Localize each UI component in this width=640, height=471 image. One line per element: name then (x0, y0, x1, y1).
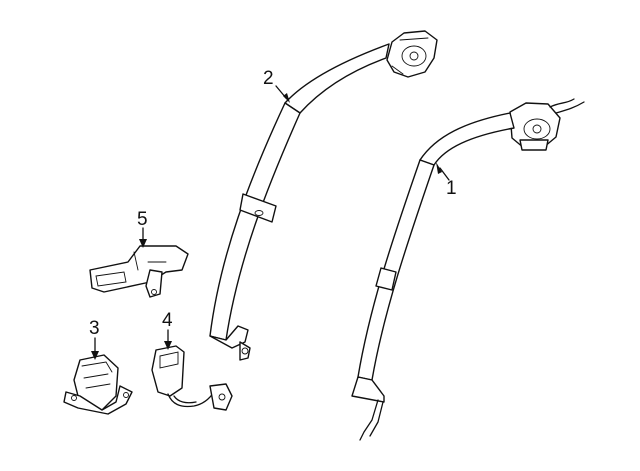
callout-4: 4 (162, 310, 173, 331)
callout-1: 1 (446, 178, 457, 199)
callout-3: 3 (89, 318, 100, 339)
part-4-buckle-cable[interactable] (151, 345, 233, 411)
callout-leader-4 (164, 329, 172, 350)
part-3-buckle-housing[interactable] (63, 354, 133, 415)
callout-leader-3 (91, 337, 99, 360)
part-5-anchor-bracket[interactable] (89, 245, 189, 298)
callout-2: 2 (263, 68, 274, 89)
part-2-belt-assembly[interactable] (209, 30, 438, 361)
callout-leader-5 (139, 227, 147, 248)
callout-leader-1 (436, 162, 450, 181)
part-1-belt-assembly[interactable] (351, 98, 585, 441)
callout-leader-2 (275, 85, 290, 103)
callout-5: 5 (137, 209, 148, 230)
